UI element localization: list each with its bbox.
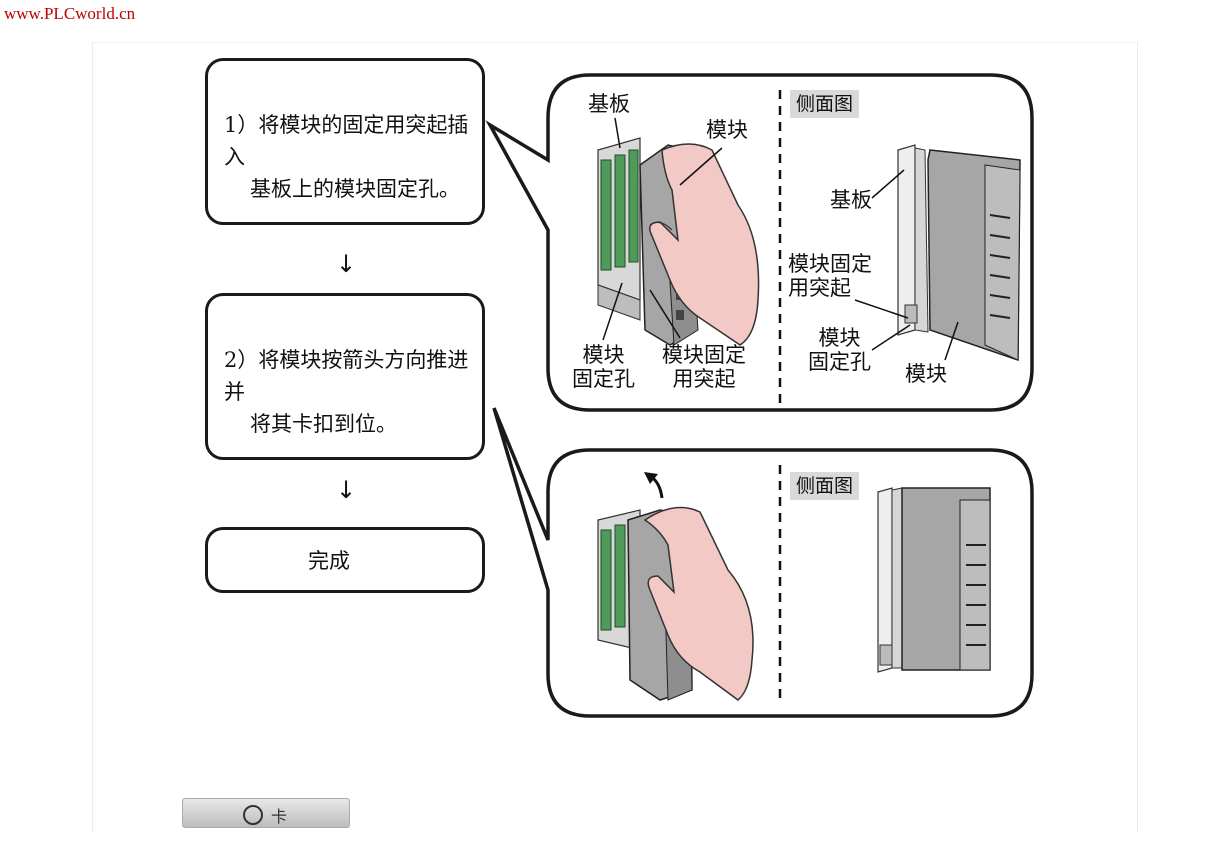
side-view-tag-1: 侧面图 — [790, 90, 860, 118]
side-label-module: 模块 — [905, 362, 947, 386]
bottom-tip-button[interactable]: 卡 — [182, 798, 350, 828]
label-fixing-protrusion-line-2: 用突起 — [672, 367, 736, 391]
side-label-fixing-hole-line-2: 固定孔 — [808, 350, 871, 374]
label-base-board: 基板 — [588, 92, 630, 116]
step-box-1: 1）将模块的固定用突起插入 基板上的模块固定孔。 — [205, 58, 485, 225]
label-fixing-hole-line-2: 固定孔 — [572, 367, 635, 391]
step-3-line-1: 完成 — [308, 549, 350, 573]
page-frame — [92, 42, 1138, 833]
bottom-tip-label: 卡 — [271, 807, 288, 826]
flow-arrow-1: ↓ — [336, 250, 357, 278]
label-fixing-protrusion: 模块固定 用突起 — [662, 343, 746, 391]
side-view-tag-2: 侧面图 — [790, 472, 860, 500]
label-module: 模块 — [706, 118, 748, 142]
side-label-fixing-hole-line-1: 模块 — [818, 326, 861, 350]
step-box-3: 完成 — [205, 527, 485, 593]
step-1-line-1: 1）将模块的固定用突起插入 — [224, 113, 469, 169]
side-label-base-board: 基板 — [830, 188, 872, 212]
watermark-text: www.PLCworld.cn — [4, 4, 136, 23]
module-install-illustration-2 — [597, 472, 754, 701]
side-view-drawing-1 — [897, 144, 1021, 362]
label-fixing-hole-line-1: 模块 — [582, 343, 625, 367]
side-view-drawing-2 — [877, 487, 991, 673]
info-circle-icon — [243, 805, 263, 825]
label-fixing-protrusion-line-1: 模块固定 — [662, 343, 746, 367]
side-label-fixing-protrusion: 模块固定 用突起 — [788, 252, 872, 300]
module-install-illustration-1 — [597, 137, 760, 346]
side-label-fixing-hole: 模块 固定孔 — [808, 326, 871, 374]
label-fixing-hole: 模块 固定孔 — [572, 343, 635, 391]
step-box-2: 2）将模块按箭头方向推进并 将其卡扣到位。 — [205, 293, 485, 460]
step-2-line-1: 2）将模块按箭头方向推进并 — [224, 348, 469, 404]
step-2-line-2: 将其卡扣到位。 — [250, 412, 397, 436]
flow-arrow-2: ↓ — [336, 476, 357, 504]
side-label-fixing-protrusion-line-2: 用突起 — [788, 276, 851, 300]
side-label-fixing-protrusion-line-1: 模块固定 — [788, 252, 872, 276]
step-1-line-2: 基板上的模块固定孔。 — [250, 177, 460, 201]
